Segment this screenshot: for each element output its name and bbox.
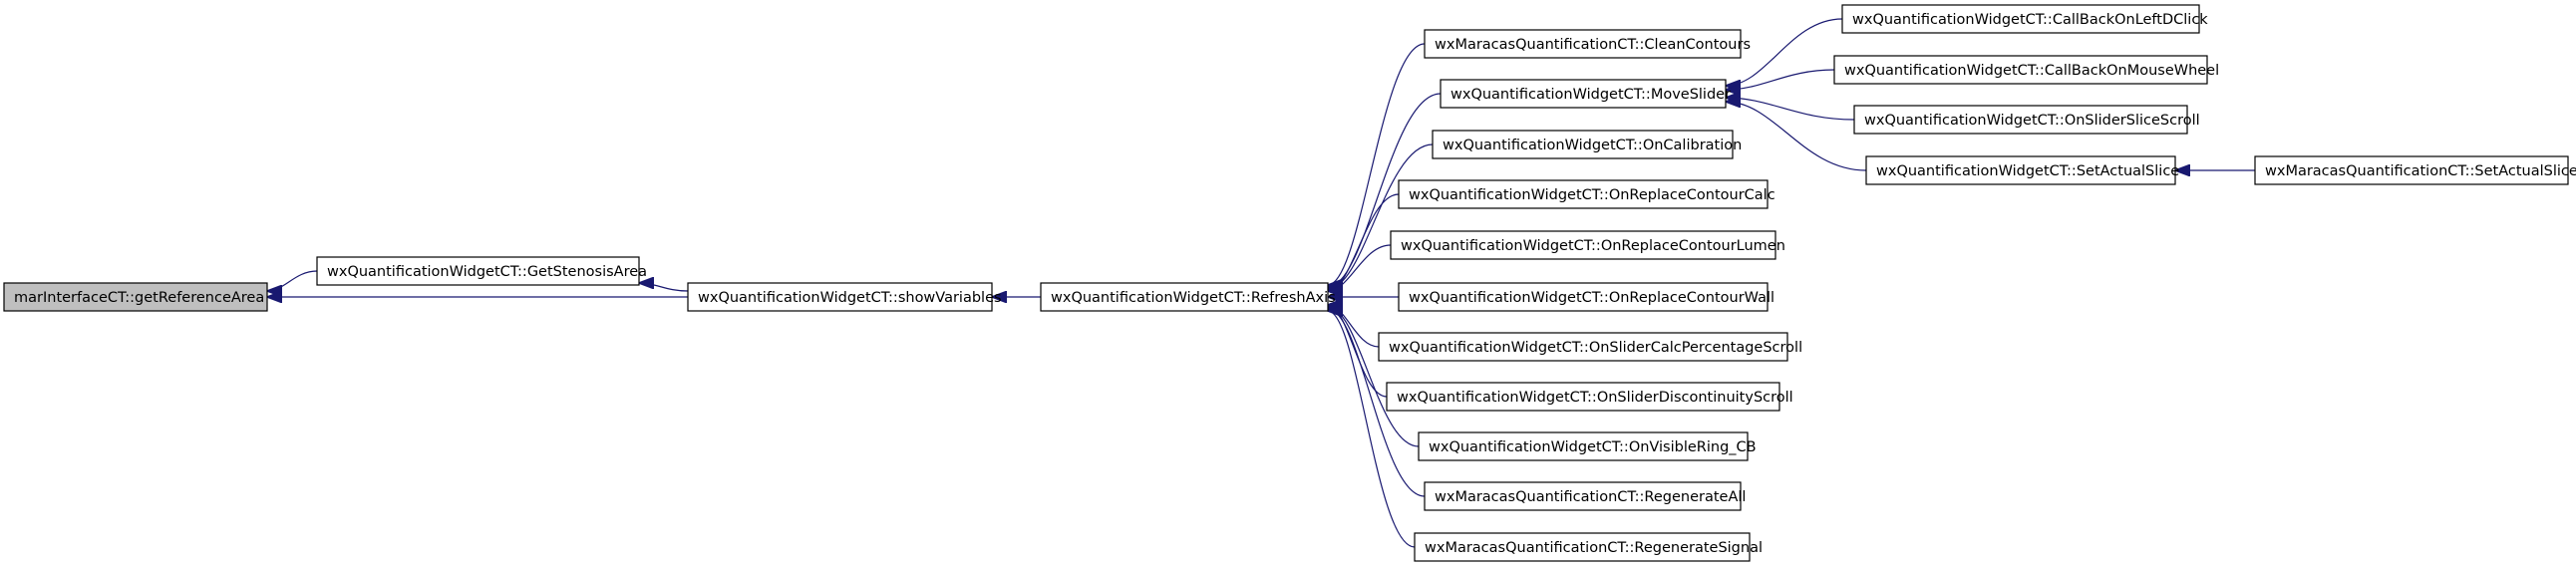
node-box bbox=[1841, 4, 2200, 34]
node-box bbox=[3, 282, 268, 312]
node-regenerate-signal[interactable]: wxMaracasQuantificationCT::RegenerateSig… bbox=[1414, 532, 1763, 562]
node-label: wxQuantificationWidgetCT::OnReplaceConto… bbox=[1409, 187, 1775, 203]
node-label: wxQuantificationWidgetCT::OnSliderDiscon… bbox=[1397, 390, 1793, 406]
node-label: wxMaracasQuantificationCT::RegenerateAll bbox=[1435, 489, 1746, 505]
node-on-calibration[interactable]: wxQuantificationWidgetCT::OnCalibration bbox=[1432, 130, 1742, 159]
node-label: wxQuantificationWidgetCT::SetActualSlice bbox=[1876, 163, 2179, 179]
node-box bbox=[1414, 532, 1751, 562]
node-label: wxQuantificationWidgetCT::OnCalibration bbox=[1443, 138, 1742, 153]
node-box bbox=[1853, 105, 2188, 135]
edge-on-slider-slice-scroll-to-move-slider bbox=[1726, 98, 1855, 121]
edge-regenerate-all-to-refresh-axis bbox=[1328, 309, 1426, 497]
node-box bbox=[1440, 79, 1727, 109]
nodes: marInterfaceCT::getReferenceAreawxQuanti… bbox=[3, 4, 2576, 562]
node-label: wxQuantificationWidgetCT::CallBackOnMous… bbox=[1844, 63, 2219, 79]
node-label: wxQuantificationWidgetCT::OnReplaceConto… bbox=[1409, 290, 1774, 306]
node-call-back-on-mouse-wheel[interactable]: wxQuantificationWidgetCT::CallBackOnMous… bbox=[1833, 55, 2219, 85]
node-label: wxQuantificationWidgetCT::showVariables bbox=[698, 290, 1002, 306]
edge-get-stenosis-area-to-get-reference-area bbox=[267, 270, 318, 291]
node-label: wxQuantificationWidgetCT::OnSliderSliceS… bbox=[1864, 113, 2200, 129]
node-label: wxMaracasQuantificationCT::CleanContours bbox=[1435, 37, 1751, 53]
node-regenerate-all[interactable]: wxMaracasQuantificationCT::RegenerateAll bbox=[1424, 481, 1746, 511]
node-box bbox=[1833, 55, 2208, 85]
node-box bbox=[1390, 230, 1776, 260]
node-box bbox=[1386, 382, 1780, 412]
node-box bbox=[1424, 481, 1742, 511]
node-move-slider[interactable]: wxQuantificationWidgetCT::MoveSlider bbox=[1440, 79, 1731, 109]
node-box bbox=[1432, 130, 1734, 159]
node-label: wxMaracasQuantificationCT::SetActualSlic… bbox=[2265, 163, 2576, 179]
node-clean-contours[interactable]: wxMaracasQuantificationCT::CleanContours bbox=[1424, 29, 1751, 59]
node-on-replace-contour-lumen[interactable]: wxQuantificationWidgetCT::OnReplaceConto… bbox=[1390, 230, 1785, 260]
node-box bbox=[1040, 282, 1329, 312]
node-label: wxQuantificationWidgetCT::CallBackOnLeft… bbox=[1852, 12, 2208, 28]
edge-regenerate-signal-to-refresh-axis bbox=[1328, 311, 1416, 548]
node-show-variables[interactable]: wxQuantificationWidgetCT::showVariables bbox=[687, 282, 1002, 312]
node-call-back-on-left-dclick[interactable]: wxQuantificationWidgetCT::CallBackOnLeft… bbox=[1841, 4, 2208, 34]
edge-show-variables-to-get-stenosis-area bbox=[639, 283, 689, 292]
edge-move-slider-to-refresh-axis bbox=[1328, 93, 1442, 287]
node-box bbox=[2254, 155, 2569, 185]
edges bbox=[267, 18, 2255, 548]
edge-call-back-on-left-dclick-to-move-slider bbox=[1726, 18, 1843, 86]
node-on-visible-ring-cb[interactable]: wxQuantificationWidgetCT::OnVisibleRing_… bbox=[1418, 431, 1757, 461]
node-get-reference-area[interactable]: marInterfaceCT::getReferenceArea bbox=[3, 282, 268, 312]
node-get-stenosis-area[interactable]: wxQuantificationWidgetCT::GetStenosisAre… bbox=[316, 256, 647, 286]
node-refresh-axis[interactable]: wxQuantificationWidgetCT::RefreshAxis bbox=[1040, 282, 1336, 312]
edge-call-back-on-mouse-wheel-to-move-slider bbox=[1726, 69, 1835, 90]
node-label: wxMaracasQuantificationCT::RegenerateSig… bbox=[1425, 540, 1763, 556]
node-box bbox=[1424, 29, 1742, 59]
node-on-replace-contour-calc[interactable]: wxQuantificationWidgetCT::OnReplaceConto… bbox=[1398, 179, 1775, 209]
node-label: wxQuantificationWidgetCT::OnVisibleRing_… bbox=[1429, 439, 1757, 455]
node-on-replace-contour-wall[interactable]: wxQuantificationWidgetCT::OnReplaceConto… bbox=[1398, 282, 1774, 312]
node-on-slider-slice-scroll[interactable]: wxQuantificationWidgetCT::OnSliderSliceS… bbox=[1853, 105, 2200, 135]
node-label: wxQuantificationWidgetCT::OnReplaceConto… bbox=[1401, 238, 1785, 254]
edge-on-slider-calc-percentage-scroll-to-refresh-axis bbox=[1328, 305, 1380, 348]
node-label: wxQuantificationWidgetCT::RefreshAxis bbox=[1051, 290, 1336, 306]
edge-set-actual-slice-to-move-slider bbox=[1726, 102, 1867, 171]
edge-clean-contours-to-refresh-axis bbox=[1328, 43, 1426, 285]
node-label: wxQuantificationWidgetCT::MoveSlider bbox=[1450, 87, 1731, 103]
node-set-actual-slice-mq[interactable]: wxMaracasQuantificationCT::SetActualSlic… bbox=[2254, 155, 2576, 185]
node-box bbox=[316, 256, 640, 286]
node-set-actual-slice[interactable]: wxQuantificationWidgetCT::SetActualSlice bbox=[1865, 155, 2179, 185]
node-on-slider-calc-percentage-scroll[interactable]: wxQuantificationWidgetCT::OnSliderCalcPe… bbox=[1378, 332, 1802, 362]
node-box bbox=[687, 282, 993, 312]
node-box bbox=[1398, 282, 1769, 312]
node-label: wxQuantificationWidgetCT::GetStenosisAre… bbox=[327, 264, 647, 280]
node-box bbox=[1398, 179, 1769, 209]
node-on-slider-discontinuity-scroll[interactable]: wxQuantificationWidgetCT::OnSliderDiscon… bbox=[1386, 382, 1793, 412]
node-box bbox=[1418, 431, 1749, 461]
node-label: wxQuantificationWidgetCT::OnSliderCalcPe… bbox=[1389, 340, 1802, 356]
edge-on-replace-contour-lumen-to-refresh-axis bbox=[1328, 244, 1392, 291]
node-box bbox=[1378, 332, 1788, 362]
node-box bbox=[1865, 155, 2176, 185]
node-label: marInterfaceCT::getReferenceArea bbox=[14, 290, 264, 306]
